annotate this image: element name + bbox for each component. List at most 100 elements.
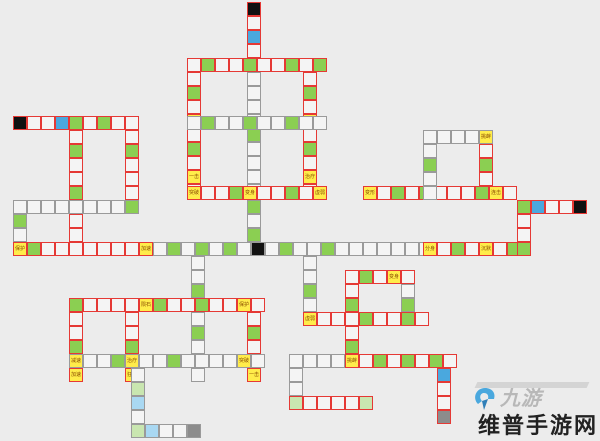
- path-tile: [229, 58, 243, 72]
- path-tile: [493, 242, 507, 256]
- skill-tile-label: 连击: [490, 189, 501, 196]
- path-tile: [423, 172, 437, 186]
- path-tile: [125, 312, 139, 326]
- green-tile: [247, 200, 261, 214]
- path-tile: [27, 200, 41, 214]
- endpoint-tile: [247, 2, 261, 16]
- skill-tile-label: 变身: [388, 273, 399, 280]
- path-tile: [83, 200, 97, 214]
- path-tile: [215, 116, 229, 130]
- path-tile: [405, 186, 419, 200]
- path-tile: [317, 354, 331, 368]
- path-tile: [187, 100, 201, 114]
- path-tile: [443, 354, 457, 368]
- path-tile: [387, 354, 401, 368]
- skill-tile: 加速: [139, 242, 153, 256]
- path-tile: [461, 186, 475, 200]
- path-tile: [125, 158, 139, 172]
- green-tile: [69, 340, 83, 354]
- green-tile: [13, 214, 27, 228]
- green-tile: [303, 86, 317, 100]
- path-tile: [401, 270, 415, 284]
- path-tile: [191, 256, 205, 270]
- path-tile: [303, 128, 317, 142]
- path-tile: [55, 242, 69, 256]
- watermark-brand: 九游: [500, 386, 542, 410]
- path-tile: [373, 270, 387, 284]
- path-tile: [125, 242, 139, 256]
- path-tile: [69, 172, 83, 186]
- path-tile: [215, 58, 229, 72]
- path-tile: [69, 312, 83, 326]
- green-tile: [125, 144, 139, 158]
- path-tile: [125, 326, 139, 340]
- path-tile: [251, 298, 265, 312]
- path-tile: [345, 270, 359, 284]
- path-tile: [303, 72, 317, 86]
- path-tile: [153, 242, 167, 256]
- path-tile: [303, 396, 317, 410]
- green-tile: [289, 396, 303, 410]
- endpoint-tile: [13, 116, 27, 130]
- green-tile: [279, 242, 293, 256]
- path-tile: [517, 214, 531, 228]
- green-tile: [429, 354, 443, 368]
- green-tile: [247, 228, 261, 242]
- path-tile: [27, 116, 41, 130]
- green-tile: [223, 242, 237, 256]
- skill-tile: 减速: [69, 354, 83, 368]
- path-tile: [41, 200, 55, 214]
- skill-tile: 变形: [363, 186, 377, 200]
- skill-tile: 陨石: [139, 298, 153, 312]
- path-tile: [41, 242, 55, 256]
- path-tile: [265, 242, 279, 256]
- green-tile: [201, 58, 215, 72]
- skill-tile: 虚弱: [313, 186, 327, 200]
- path-tile: [437, 396, 451, 410]
- path-tile: [271, 116, 285, 130]
- skill-tile: 一击: [247, 368, 261, 382]
- watermark-site-name: 维普手游网: [478, 414, 599, 439]
- green-tile: [423, 158, 437, 172]
- path-tile: [331, 354, 345, 368]
- green-tile: [285, 58, 299, 72]
- path-tile: [257, 186, 271, 200]
- skill-tile-label: 沉默: [480, 245, 491, 252]
- path-tile: [97, 242, 111, 256]
- green-tile: [517, 242, 531, 256]
- path-tile: [131, 368, 145, 382]
- path-tile: [223, 354, 237, 368]
- skill-tile-label: 保护: [14, 245, 25, 252]
- skill-tile: 分身: [423, 242, 437, 256]
- skill-tile-label: 分身: [424, 245, 435, 252]
- nine-game-logo-icon: [475, 388, 495, 410]
- path-tile: [517, 228, 531, 242]
- green-tile: [111, 354, 125, 368]
- path-tile: [373, 312, 387, 326]
- skill-tile: 虚弱: [303, 312, 317, 326]
- path-tile: [191, 270, 205, 284]
- path-tile: [335, 242, 349, 256]
- path-tile: [125, 186, 139, 200]
- skill-tile-label: 变身: [244, 189, 255, 196]
- green-tile: [359, 312, 373, 326]
- skill-tile: 治疗: [125, 354, 139, 368]
- blue-tile: [131, 396, 145, 410]
- skill-tile-label: 一击: [188, 173, 199, 180]
- path-tile: [173, 424, 187, 438]
- path-tile: [257, 116, 271, 130]
- path-tile: [83, 298, 97, 312]
- path-tile: [289, 354, 303, 368]
- green-tile: [479, 158, 493, 172]
- skill-tile: 治疗: [303, 170, 317, 184]
- path-tile: [313, 116, 327, 130]
- green-tile: [27, 242, 41, 256]
- path-tile: [401, 284, 415, 298]
- path-tile: [187, 156, 201, 170]
- path-tile: [41, 116, 55, 130]
- path-tile: [349, 242, 363, 256]
- path-tile: [465, 130, 479, 144]
- green-tile: [125, 200, 139, 214]
- skill-tile-label: 突破: [238, 357, 249, 364]
- path-tile: [13, 200, 27, 214]
